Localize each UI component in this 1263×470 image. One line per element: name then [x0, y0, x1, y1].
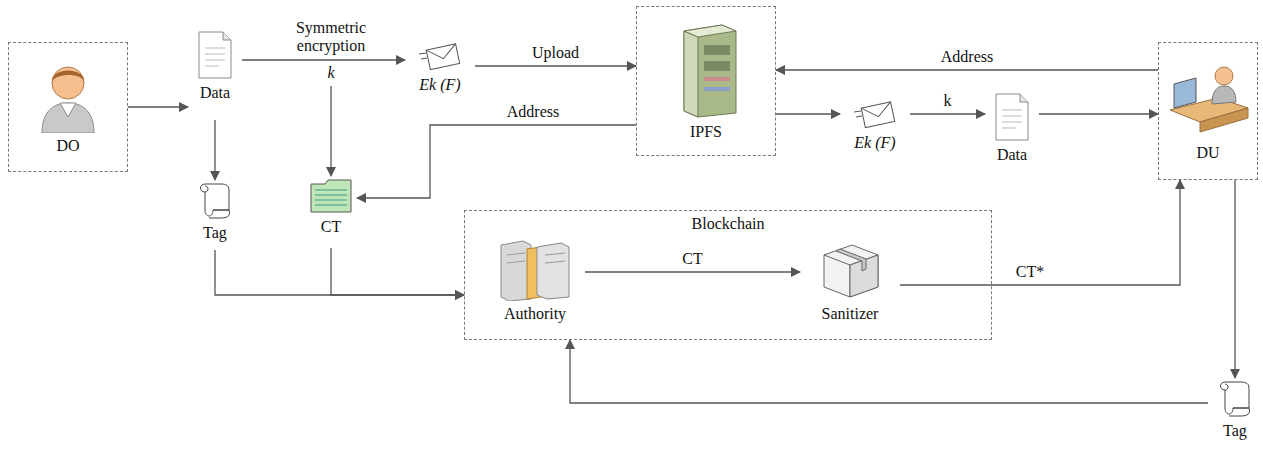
edge-label: Address — [505, 103, 561, 121]
edge-label: Address — [939, 48, 995, 66]
ciphertext-envelope: Ek (F) — [840, 100, 910, 156]
node-label: Ek (F) — [419, 76, 460, 94]
sanitizer-cube-icon — [816, 239, 884, 301]
node-label: Data — [997, 146, 1027, 164]
connector-arrow — [1039, 113, 1158, 114]
data-file-icon: Data — [188, 30, 242, 120]
node-label: IPFS — [690, 123, 722, 141]
connector-arrow — [475, 65, 636, 66]
connector-arrow — [214, 120, 215, 180]
node-label: DO — [56, 137, 79, 155]
node-label: CT — [321, 218, 341, 236]
edge-label: k — [942, 92, 954, 110]
authority-node: Authority — [485, 237, 585, 333]
data-file-icon: Data — [985, 92, 1039, 172]
connector-arrow — [331, 248, 464, 295]
document-icon — [994, 92, 1030, 142]
node-label: DU — [1196, 144, 1219, 162]
connector-arrow — [570, 340, 1208, 403]
connector-arrow — [585, 271, 800, 272]
ipfs-box: IPFS — [636, 6, 776, 156]
connector-arrow — [242, 59, 405, 60]
ciphertext-envelope: Ek (F) — [405, 42, 475, 98]
tag-scroll: Tag — [1208, 378, 1262, 460]
key-label: k — [325, 64, 336, 82]
key-arrow — [330, 86, 331, 176]
person-icon — [36, 59, 100, 133]
envelope-icon — [853, 100, 897, 130]
scroll-icon — [1215, 378, 1255, 418]
connector-arrow — [357, 125, 636, 198]
document-icon — [197, 30, 233, 80]
envelope-icon — [418, 42, 462, 72]
tag-scroll: Tag — [188, 180, 242, 250]
edge-label: CT* — [1014, 263, 1046, 281]
node-label: Ek (F) — [854, 134, 895, 152]
connector-arrow — [1234, 180, 1235, 378]
blockchain-box: BlockchainAuthority Sanitizer — [464, 210, 992, 340]
server-icon — [666, 21, 746, 119]
connector-arrow — [900, 180, 1180, 285]
node-label: Blockchain — [465, 211, 991, 233]
connector-arrow — [776, 113, 840, 114]
edge-label: CT — [680, 250, 704, 268]
edge-label: Symmetric encryption — [279, 19, 383, 56]
ct-folder: CT — [305, 178, 357, 248]
node-label: Tag — [203, 224, 227, 242]
connector-arrow — [776, 69, 1158, 70]
node-label: Sanitizer — [822, 305, 879, 323]
node-label: Authority — [504, 305, 566, 323]
data-owner-box: DO — [8, 42, 128, 172]
edge-label: Upload — [530, 44, 581, 62]
folder-icon — [309, 178, 353, 214]
authority-server-icon — [497, 237, 573, 301]
user-at-desk-icon — [1166, 60, 1250, 140]
scroll-icon — [195, 180, 235, 220]
node-label: Data — [200, 84, 230, 102]
data-user-box: DU — [1158, 42, 1258, 180]
node-label: Tag — [1223, 422, 1247, 440]
connector-arrow — [128, 106, 188, 107]
sanitizer-node: Sanitizer — [800, 239, 900, 333]
connector-arrow — [215, 250, 464, 295]
connector-arrow — [910, 113, 985, 114]
